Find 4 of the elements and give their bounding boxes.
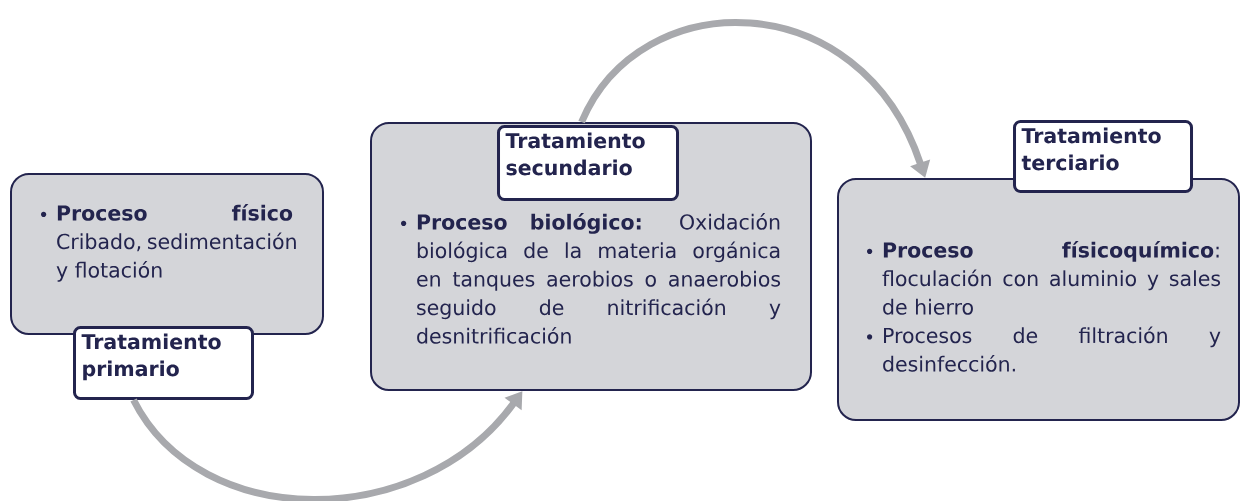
title-tab: Tratamiento primario bbox=[73, 326, 254, 400]
title-tab: Tratamiento secundario bbox=[497, 125, 679, 201]
title-tab: Tratamiento terciario bbox=[1013, 120, 1193, 193]
process-box: Proceso físicoquímico: floculación con aluminio y sales de hierro Procesos de filtración y desinfección. bbox=[837, 178, 1240, 421]
